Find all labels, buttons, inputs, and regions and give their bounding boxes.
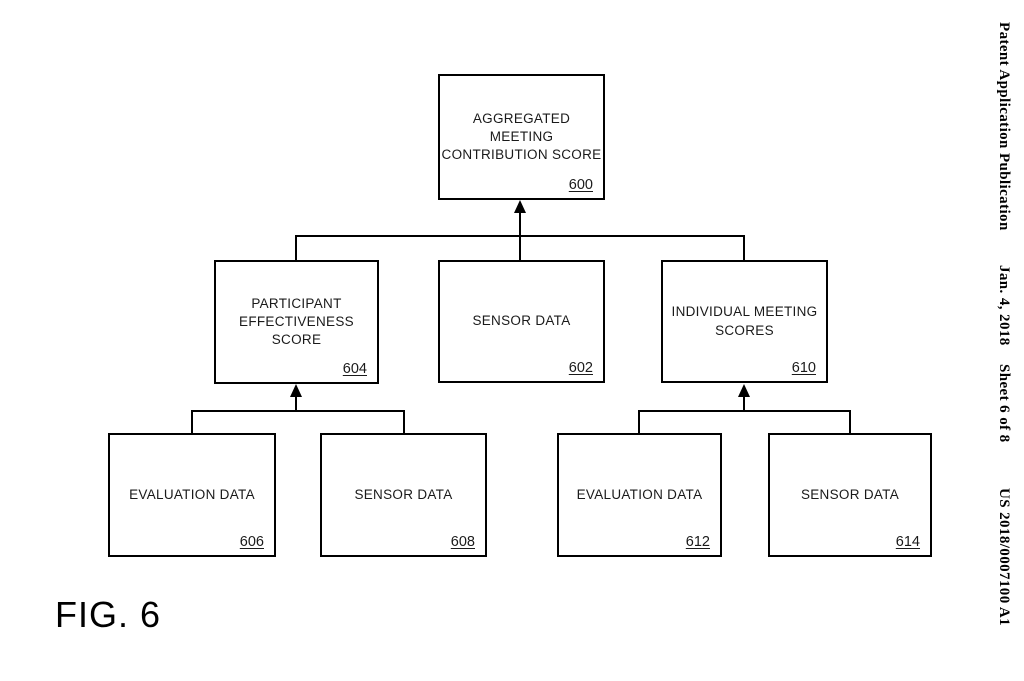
connector-stub-line	[638, 410, 640, 433]
node-606-evaluation-data: EVALUATION DATA 606	[108, 433, 276, 557]
node-ref-number: 600	[568, 177, 593, 193]
connector-horizontal-line	[638, 410, 851, 412]
node-604-participant-effectiveness-score: PARTICIPANT EFFECTIVENESS SCORE 604	[214, 260, 379, 384]
connector-stub-line	[191, 410, 193, 433]
connector-horizontal-line	[295, 235, 745, 237]
header-document-number: US 2018/0007100 A1	[996, 488, 1012, 627]
node-612-evaluation-data: EVALUATION DATA 612	[557, 433, 722, 557]
node-title: INDIVIDUAL MEETING SCORES	[671, 304, 818, 338]
node-title: EVALUATION DATA	[576, 486, 703, 502]
header-date: Jan. 4, 2018	[996, 264, 1012, 346]
node-ref-number: 606	[239, 534, 264, 550]
connector-horizontal-line	[191, 410, 405, 412]
connector-stub-line	[849, 410, 851, 433]
node-ref-number: 608	[450, 534, 475, 550]
node-title: EVALUATION DATA	[129, 486, 255, 502]
node-ref-number: 610	[791, 360, 816, 376]
node-ref-number: 602	[568, 360, 593, 376]
node-600-aggregated-meeting-contribution-score: AGGREGATED MEETING CONTRIBUTION SCORE 60…	[438, 74, 605, 200]
page-header: Patent Application Publication Jan. 4, 2…	[995, 0, 1012, 681]
arrowhead-up-icon	[290, 384, 302, 397]
arrowhead-up-icon	[738, 384, 750, 397]
node-ref-number: 612	[685, 534, 710, 550]
header-sheet-number: Sheet 6 of 8	[996, 363, 1012, 443]
node-ref-number: 614	[895, 534, 920, 550]
connector-vertical-line	[743, 395, 745, 412]
node-610-individual-meeting-scores: INDIVIDUAL MEETING SCORES 610	[661, 260, 828, 383]
node-title: SENSOR DATA	[354, 486, 453, 502]
node-602-sensor-data: SENSOR DATA 602	[438, 260, 605, 383]
node-title: SENSOR DATA	[800, 486, 900, 502]
arrowhead-up-icon	[514, 200, 526, 213]
node-title: PARTICIPANT EFFECTIVENESS SCORE	[239, 295, 354, 348]
connector-stub-line	[403, 410, 405, 433]
figure-label: FIG. 6	[55, 594, 162, 635]
connector-stub-line	[295, 235, 297, 260]
node-608-sensor-data: SENSOR DATA 608	[320, 433, 487, 557]
node-title: SENSOR DATA	[472, 313, 571, 329]
connector-stub-line	[743, 235, 745, 260]
header-publication-label: Patent Application Publication	[996, 22, 1012, 231]
node-title: AGGREGATED MEETING CONTRIBUTION SCORE	[441, 110, 602, 163]
node-ref-number: 604	[342, 361, 367, 377]
connector-vertical-line	[295, 395, 297, 412]
node-614-sensor-data: SENSOR DATA 614	[768, 433, 932, 557]
